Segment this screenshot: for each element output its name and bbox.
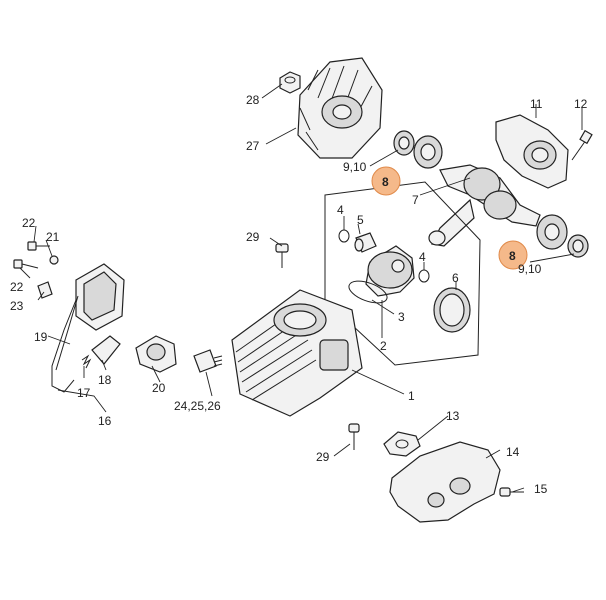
washer-part-21[interactable]: [49, 255, 59, 265]
screw-part-12[interactable]: [571, 129, 593, 161]
label-22-lower: 22: [10, 280, 24, 294]
screw-part-29-upper[interactable]: [275, 243, 289, 268]
label-23: 23: [10, 299, 24, 313]
label-9-10-lower: 9,10: [518, 262, 542, 276]
label-28: 28: [246, 93, 260, 107]
gasket-part-13[interactable]: [383, 431, 421, 457]
circlip-part-4-left[interactable]: [338, 229, 350, 243]
terminal-part-23[interactable]: [37, 281, 53, 299]
label-4-left: 4: [337, 203, 344, 217]
ring-part-6[interactable]: [433, 287, 471, 333]
highlight-marker-8-lower[interactable]: [498, 240, 528, 270]
label-20: 20: [152, 381, 166, 395]
label-15: 15: [534, 482, 548, 496]
label-1: 1: [408, 389, 415, 403]
label-17: 17: [77, 386, 91, 400]
label-13: 13: [446, 409, 460, 423]
crankshaft-part-7[interactable]: [428, 164, 541, 247]
label-27: 27: [246, 139, 260, 153]
label-2: 2: [380, 339, 387, 353]
highlight-marker-8-upper[interactable]: [371, 166, 401, 196]
bearing-part-8-lower[interactable]: [536, 214, 568, 250]
label-29-upper: 29: [246, 230, 260, 244]
ignition-wire-part-19[interactable]: [51, 295, 79, 393]
label-8-lower: 8: [509, 249, 516, 263]
label-3: 3: [398, 310, 405, 324]
label-16: 16: [98, 414, 112, 428]
label-24-25-26: 24,25,26: [174, 399, 221, 413]
label-11: 11: [530, 97, 543, 111]
label-12: 12: [574, 97, 588, 111]
leader-lines: [19, 83, 583, 493]
piston-pin-part-5[interactable]: [354, 232, 377, 253]
seal-part-9-10-upper[interactable]: [393, 130, 415, 156]
screw-part-29-lower[interactable]: [348, 423, 360, 450]
label-8-upper: 8: [382, 175, 389, 189]
spark-plug-part-24-25-26[interactable]: [193, 349, 223, 373]
label-14: 14: [506, 445, 520, 459]
label-6: 6: [452, 271, 459, 285]
housing-part-11[interactable]: [495, 114, 569, 189]
muffler-part-14[interactable]: [389, 441, 501, 523]
label-7: 7: [412, 193, 419, 207]
flywheel-part-27[interactable]: [297, 57, 383, 159]
screw-part-22-upper[interactable]: [27, 241, 50, 251]
label-22-upper: 22: [22, 216, 36, 230]
label-5: 5: [357, 213, 364, 227]
ignition-module-part-16[interactable]: [75, 263, 125, 331]
label-19: 19: [34, 330, 48, 344]
label-9-10-upper: 9,10: [343, 160, 367, 174]
label-4-right: 4: [419, 250, 426, 264]
label-21: 21: [46, 230, 60, 244]
spark-plug-cap-part-18[interactable]: [91, 335, 121, 365]
sleeve-part-20[interactable]: [135, 335, 177, 373]
seal-part-9-10-lower[interactable]: [567, 234, 589, 258]
piston[interactable]: [365, 245, 415, 297]
label-18: 18: [98, 373, 112, 387]
piston-ring-part-3[interactable]: [346, 277, 390, 308]
circlip-part-4-right[interactable]: [418, 269, 430, 283]
spring-part-17[interactable]: [81, 354, 92, 369]
label-29-lower: 29: [316, 450, 330, 464]
nut-part-28[interactable]: [279, 71, 301, 94]
cylinder-part-1[interactable]: [231, 289, 363, 417]
screw-part-22-lower[interactable]: [13, 259, 39, 269]
bearing-part-8-upper[interactable]: [413, 135, 443, 169]
